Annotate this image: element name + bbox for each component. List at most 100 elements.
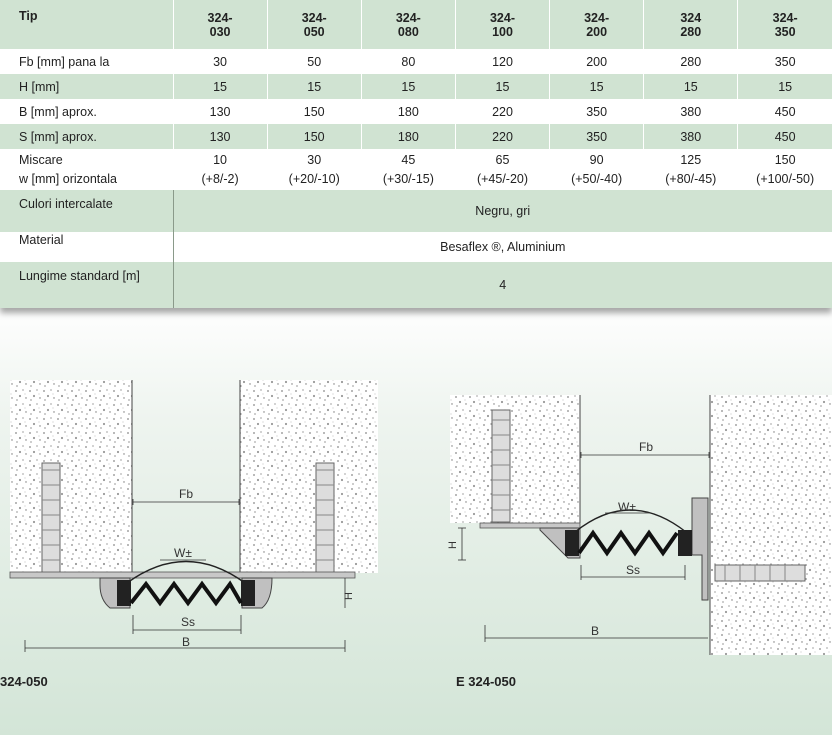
column-header-line: 050 — [303, 24, 325, 39]
table-cell: 15 — [643, 74, 738, 99]
label-h-e: H — [447, 541, 459, 549]
table-cell: 150 — [266, 124, 362, 149]
column-header-line: 280 — [680, 24, 702, 39]
aluminium-profile-e — [479, 497, 709, 601]
anchor-bolt-right — [315, 462, 335, 576]
table-cell: 30 — [172, 49, 268, 74]
value-length: 4 — [172, 262, 832, 308]
table-cell: 380 — [643, 99, 738, 124]
movement-range: (+30/-15) — [382, 172, 434, 186]
anchor-bolt-floor — [491, 409, 511, 523]
anchor-bolt-left — [41, 462, 61, 576]
column-header: 324-050 — [266, 0, 362, 49]
column-header-line: 200 — [586, 24, 608, 39]
column-header-line: 324- — [489, 10, 515, 25]
column-header-line: 324- — [301, 10, 327, 25]
movement-value: 150 — [774, 153, 796, 167]
table-cell: 350 — [549, 99, 644, 124]
concrete-right — [239, 380, 378, 573]
table-cell: 130 — [172, 124, 268, 149]
label-b-e: B — [591, 624, 599, 638]
movement-cell: 45 (+30/-15) — [360, 149, 456, 190]
label-ss-e: Ss — [626, 563, 640, 577]
label-w-e: W± — [618, 500, 636, 514]
column-header-line: 030 — [209, 24, 231, 39]
movement-value: 45 — [401, 153, 416, 167]
table-cell: 220 — [454, 99, 550, 124]
column-header-line: 350 — [774, 24, 796, 39]
movement-range: (+8/-2) — [201, 172, 239, 186]
table-cell: 380 — [643, 124, 738, 149]
row-label: Fb [mm] pana la — [0, 49, 173, 74]
drawing-324-050: Fb W± Ss B H — [9, 380, 378, 652]
concrete-wall — [709, 395, 832, 655]
table-cell: 80 — [360, 49, 456, 74]
movement-range: (+80/-45) — [665, 172, 717, 186]
column-header: 324-080 — [360, 0, 456, 49]
caption-e-324-050: E 324-050 — [456, 674, 516, 689]
row-label: S [mm] aprox. — [0, 124, 173, 149]
label-ss: Ss — [181, 615, 195, 629]
movement-range: (+45/-20) — [476, 172, 529, 186]
label-fb-e: Fb — [639, 440, 653, 454]
table-cell: 15 — [549, 74, 644, 99]
table-cell: 15 — [266, 74, 362, 99]
movement-cell: 90 (+50/-40) — [549, 149, 644, 190]
row-label-line: Miscare — [19, 153, 63, 167]
column-header-line: 324- — [395, 10, 421, 25]
table-cell: 180 — [360, 124, 456, 149]
value-material: Besaflex ®, Aluminium — [172, 232, 832, 262]
movement-range: (+20/-10) — [288, 172, 340, 186]
movement-value: 65 — [495, 153, 510, 167]
table-cell: 15 — [360, 74, 456, 99]
movement-cell: 10(+8/-2) — [172, 149, 268, 190]
label-w: W± — [174, 546, 192, 560]
table-cell: 150 — [266, 99, 362, 124]
column-header-line: 324 — [680, 10, 702, 25]
label-h: H — [343, 592, 355, 600]
table-cell: 15 — [454, 74, 550, 99]
movement-range: (+50/-40) — [571, 172, 623, 186]
column-header: 324-030 — [172, 0, 268, 49]
label-fb: Fb — [179, 487, 193, 501]
dimension-lines — [24, 499, 346, 652]
movement-cell: 150(+100/-50) — [737, 149, 832, 190]
caption-324-050: 324-050 — [0, 674, 48, 689]
movement-cell: 30(+20/-10) — [266, 149, 362, 190]
header-label-tip: Tip — [0, 0, 173, 49]
row-label-length: Lungime standard [m] — [0, 262, 173, 308]
aluminium-profile — [9, 560, 356, 609]
drawing-e-324-050: Fb W± Ss B H — [447, 395, 832, 655]
column-header-line: 324- — [772, 10, 798, 25]
row-label-material: Material — [0, 232, 173, 262]
row-label: H [mm] — [0, 74, 173, 99]
table-row-length: Lungime standard [m]4 — [0, 262, 832, 308]
movement-cell: 125 (+80/-45) — [643, 149, 738, 190]
label-b: B — [182, 635, 190, 649]
movement-value: 90 — [589, 153, 604, 167]
value-colors: Negru, gri — [172, 190, 832, 232]
anchor-bolt-wall — [714, 564, 806, 582]
table-cell: 15 — [172, 74, 268, 99]
column-header: 324-200 — [549, 0, 644, 49]
table-cell: 280 — [643, 49, 738, 74]
movement-value: 125 — [680, 153, 702, 167]
movement-cell: 65 (+45/-20) — [454, 149, 550, 190]
table-cell: 50 — [266, 49, 362, 74]
column-header-line: 080 — [397, 24, 419, 39]
table-cell: 350 — [549, 124, 644, 149]
column-header-line: 100 — [492, 24, 513, 39]
column-header: 324-350 — [737, 0, 832, 49]
table-cell: 220 — [454, 124, 550, 149]
